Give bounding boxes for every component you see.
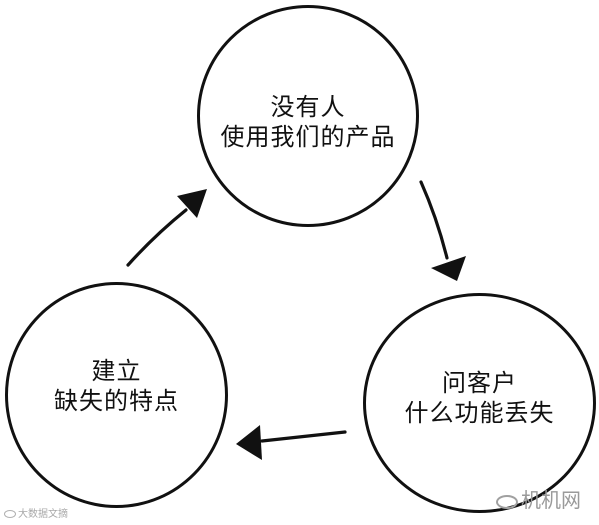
wechat-icon [4, 510, 16, 518]
arrowhead-right-to-left [236, 425, 262, 460]
wechat-icon [496, 494, 518, 509]
watermark-bottom-left-text: 大数据文摘 [18, 509, 68, 520]
cycle-node-ask-customers: 问客户 什么功能丢失 [363, 293, 596, 513]
arrow-left-to-top [126, 208, 188, 267]
node-label-line-1: 没有人 [270, 93, 346, 121]
node-label-line-1: 问客户 [442, 369, 517, 397]
watermark-bottom-right-text: 机机网 [521, 488, 581, 512]
arrowhead-left-to-top [177, 189, 207, 218]
arrow-right-to-left [260, 430, 347, 443]
node-label-line-2: 什么功能丢失 [404, 399, 555, 427]
arrow-top-to-right [419, 180, 449, 260]
watermark-bottom-right: 机机网 [496, 484, 581, 513]
watermark-bottom-left: 大数据文摘 [4, 505, 68, 520]
cycle-node-no-users: 没有人 使用我们的产品 [197, 5, 419, 227]
node-label: 没有人 使用我们的产品 [200, 92, 416, 152]
node-label: 建立 缺失的特点 [8, 356, 225, 416]
node-label: 问客户 什么功能丢失 [366, 368, 593, 428]
node-label-line-2: 缺失的特点 [54, 387, 179, 415]
arrowhead-top-to-right [431, 256, 466, 281]
cycle-node-build-missing-features: 建立 缺失的特点 [5, 282, 228, 508]
node-label-line-2: 使用我们的产品 [220, 123, 396, 151]
node-label-line-1: 建立 [91, 357, 142, 385]
